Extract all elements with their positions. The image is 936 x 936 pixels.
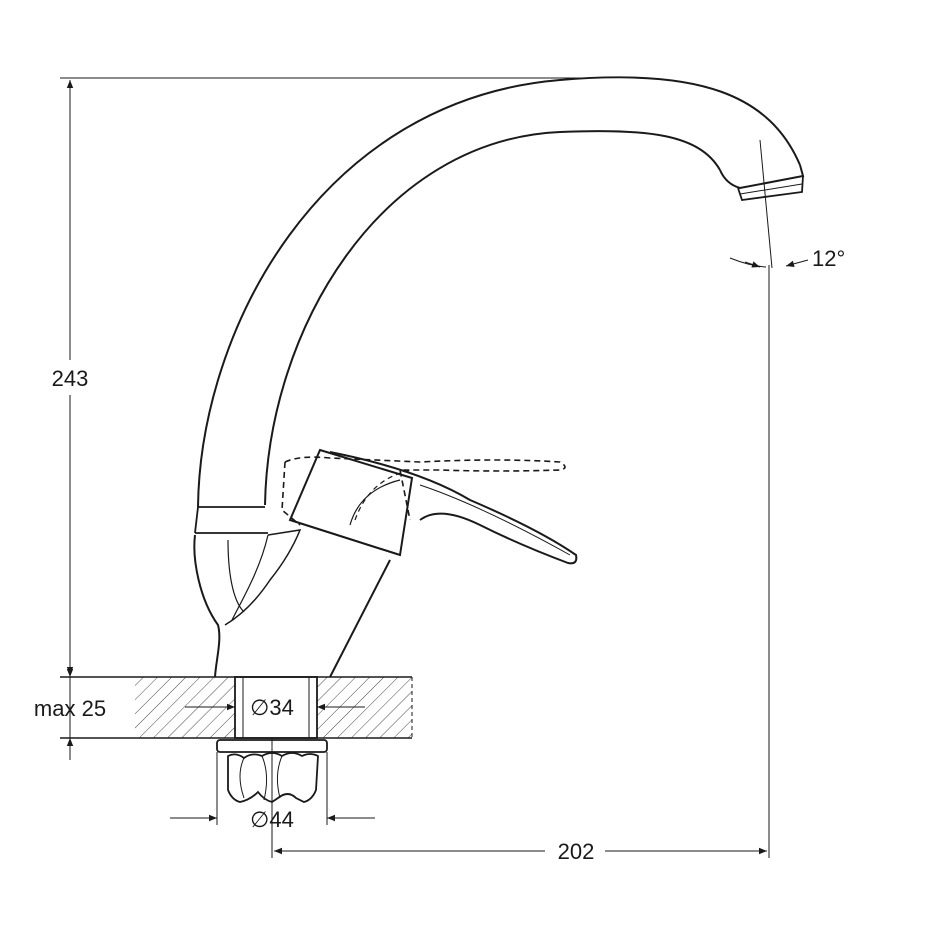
faucet-body (193, 76, 805, 678)
lever-handle (288, 448, 578, 565)
dim-reach-label: 202 (558, 839, 595, 864)
dim-height-label: 243 (52, 366, 89, 391)
dim-spout-angle-label: 12° (812, 246, 845, 271)
lever-open-position (281, 456, 566, 526)
dimension-lines (60, 77, 809, 858)
dim-hole-diameter-label: ∅34 (250, 695, 294, 720)
dim-max-thickness-label: max 25 (34, 696, 106, 721)
dim-nut-diameter-label: ∅44 (250, 807, 294, 832)
